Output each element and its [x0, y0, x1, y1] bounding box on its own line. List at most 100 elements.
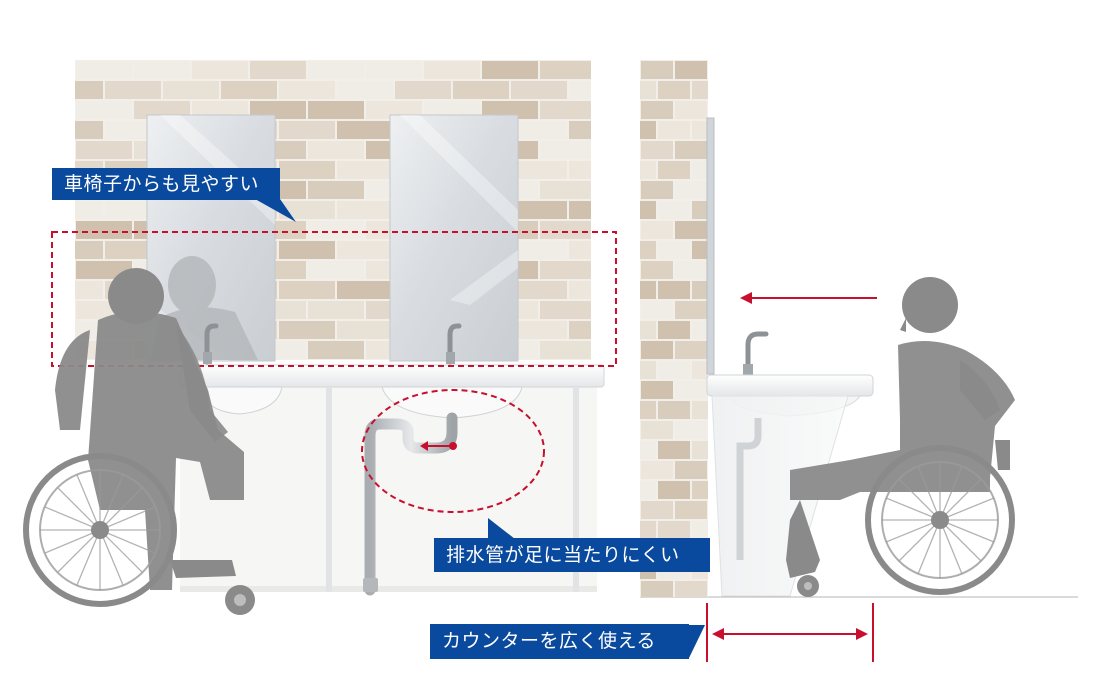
- brick: [640, 161, 656, 179]
- faucet-left: [203, 323, 219, 365]
- brick: [569, 121, 591, 139]
- wall-basin: [706, 374, 874, 397]
- counter-leg-1: [326, 387, 332, 592]
- arrow-left-icon: [420, 441, 457, 451]
- brick: [692, 441, 708, 459]
- brick: [105, 81, 161, 99]
- brick: [640, 241, 656, 259]
- brick: [337, 281, 393, 299]
- callout-drain-clearance: 排水管が足に当たりにくい: [434, 538, 710, 572]
- drain-highlight-ring: [361, 389, 545, 513]
- brick: [163, 81, 219, 99]
- brick: [658, 441, 690, 459]
- brick: [675, 301, 707, 319]
- mirror-side-edge: [706, 117, 715, 375]
- brick: [675, 261, 707, 279]
- brick: [192, 61, 248, 79]
- brick: [511, 121, 567, 139]
- brick: [308, 101, 364, 119]
- callout-counter-width: カウンターを広く使える: [430, 624, 689, 659]
- callout-mirror-visibility: 車椅子からも見やすい: [52, 168, 280, 200]
- brick: [395, 81, 451, 99]
- brick: [511, 81, 567, 99]
- callout-counter-shape: [430, 624, 705, 659]
- brick: [540, 341, 591, 359]
- vanity-floor-shadow: [180, 586, 597, 592]
- brick: [641, 301, 673, 319]
- brick: [692, 281, 708, 299]
- brick: [337, 321, 393, 339]
- brick: [640, 361, 656, 379]
- brick: [540, 221, 591, 239]
- brick: [641, 581, 673, 597]
- brick: [675, 341, 707, 359]
- brick: [658, 401, 690, 419]
- brick: [658, 81, 690, 99]
- brick: [641, 101, 673, 119]
- brick: [658, 161, 690, 179]
- brick: [511, 161, 567, 179]
- brick: [675, 61, 707, 79]
- brick: [540, 261, 591, 279]
- brick: [675, 421, 707, 439]
- brick: [76, 61, 132, 79]
- callout-mirror-shape: [52, 168, 296, 222]
- brick: [76, 101, 132, 119]
- brick: [658, 121, 690, 139]
- brick: [511, 281, 567, 299]
- brick: [279, 241, 335, 259]
- brick: [675, 101, 707, 119]
- counter-leg-2: [573, 387, 579, 592]
- brick: [482, 61, 538, 79]
- brick: [279, 321, 335, 339]
- brick: [569, 281, 591, 299]
- skirt-pipe: [736, 418, 762, 560]
- brick: [692, 521, 708, 539]
- brick: [511, 201, 567, 219]
- brick: [640, 441, 656, 459]
- brick: [641, 501, 673, 519]
- brick: [569, 81, 591, 99]
- brick: [675, 221, 707, 239]
- brick: [569, 201, 591, 219]
- brick: [76, 141, 132, 159]
- brick: [337, 201, 393, 219]
- brick: [540, 141, 591, 159]
- brick-pillar-bricks: [640, 61, 708, 597]
- brick: [366, 61, 422, 79]
- brick: [75, 321, 103, 339]
- callout-mirror-text: 車椅子からも見やすい: [64, 172, 260, 195]
- brick: [658, 281, 690, 299]
- brick: [641, 261, 673, 279]
- brick: [279, 161, 335, 179]
- brick: [76, 221, 132, 239]
- mirror-right: [389, 114, 519, 362]
- brick: [640, 121, 656, 139]
- brick: [641, 61, 673, 79]
- brick: [640, 321, 656, 339]
- brick: [675, 501, 707, 519]
- brick: [337, 241, 393, 259]
- wheelchair-user-left: [23, 268, 255, 615]
- brick: [641, 181, 673, 199]
- brick: [453, 81, 509, 99]
- brick: [658, 241, 690, 259]
- brick: [250, 61, 306, 79]
- brick: [658, 361, 690, 379]
- brick: [675, 381, 707, 399]
- brick: [692, 321, 708, 339]
- right-scene: [640, 60, 1078, 662]
- brick: [640, 201, 656, 219]
- brick: [308, 141, 364, 159]
- brick: [692, 201, 708, 219]
- brick: [511, 241, 567, 259]
- brick: [540, 181, 591, 199]
- callout-counter-text: カウンターを広く使える: [442, 630, 656, 652]
- brick: [640, 481, 656, 499]
- brick: [540, 101, 591, 119]
- brick: [641, 221, 673, 239]
- brick: [75, 81, 103, 99]
- faucet-right: [446, 323, 462, 365]
- brick: [308, 61, 364, 79]
